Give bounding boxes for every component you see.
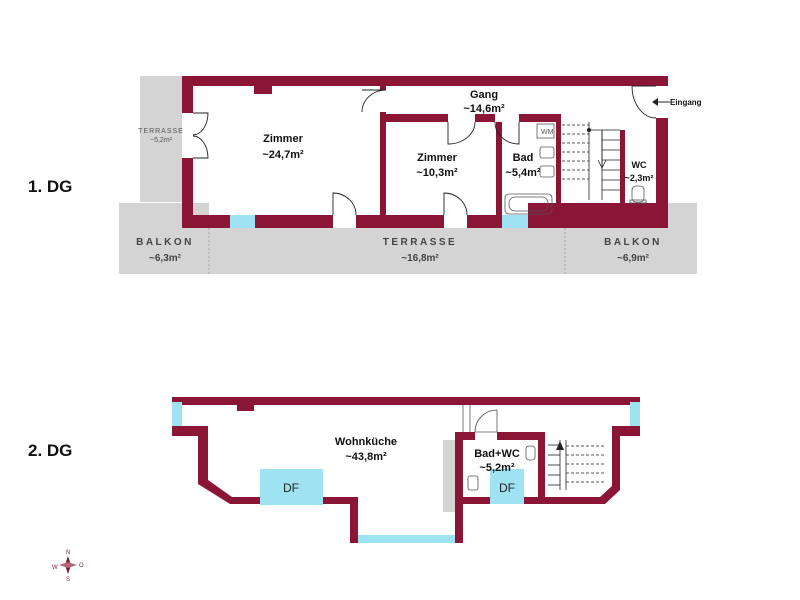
room-area: ~14,6m² [463, 103, 505, 115]
terrace-small [140, 76, 182, 202]
room-name: Bad [513, 152, 534, 164]
skylight [260, 469, 323, 505]
room-name: Zimmer [417, 152, 457, 164]
room-name: WC [632, 160, 647, 170]
entrance-label: Eingang [670, 98, 702, 107]
svg-text:W: W [52, 565, 58, 571]
outdoor-name: TERRASSE [138, 128, 184, 135]
outdoor-area: ~16,8m² [401, 253, 439, 264]
room-area: ~2,3m² [625, 173, 654, 183]
svg-text:S: S [66, 577, 70, 583]
compass-icon: N O S W [52, 550, 84, 583]
skylight [490, 469, 524, 504]
window [172, 402, 182, 426]
entrance-arrow [652, 98, 670, 106]
staircase-1dg [562, 122, 620, 200]
outdoor-name: TERRASSE [383, 237, 457, 248]
outdoor-area: ~5,2m² [150, 137, 173, 144]
outdoor-area: ~6,9m² [617, 253, 650, 264]
details-2dg [462, 405, 536, 491]
room-name: Bad+WC [474, 448, 520, 460]
balcony-left [119, 203, 209, 274]
room-area: ~5,4m² [505, 167, 540, 179]
svg-text:N: N [66, 550, 70, 556]
svg-text:O: O [79, 563, 84, 569]
room-area: ~24,7m² [262, 149, 304, 161]
fixtures-1dg [504, 123, 647, 215]
room-name: Wohnküche [335, 436, 397, 448]
floor-label: 2. DG [28, 441, 72, 460]
skylight-label: DF [283, 481, 299, 495]
walls-2dg [172, 397, 640, 543]
outdoor-name: BALKON [604, 237, 662, 248]
floor-label: 1. DG [28, 177, 72, 196]
room-area: ~43,8m² [345, 451, 387, 463]
doors-1dg [192, 85, 657, 216]
room-name: Zimmer [263, 133, 303, 145]
window [230, 215, 255, 228]
outdoor-name: BALKON [136, 237, 194, 248]
window [358, 535, 455, 543]
room-name: Gang [470, 89, 498, 101]
washing-machine-label: WM [541, 129, 554, 136]
window [630, 402, 640, 426]
walls-1dg [182, 76, 668, 228]
room-area: ~5,2m² [479, 462, 514, 474]
outdoor-area: ~6,3m² [149, 253, 182, 264]
window [502, 215, 528, 228]
shaft [443, 440, 456, 512]
staircase-2dg [548, 440, 604, 490]
room-area: ~10,3m² [416, 167, 458, 179]
skylight-label: DF [499, 481, 515, 495]
terrace-large [209, 228, 565, 274]
